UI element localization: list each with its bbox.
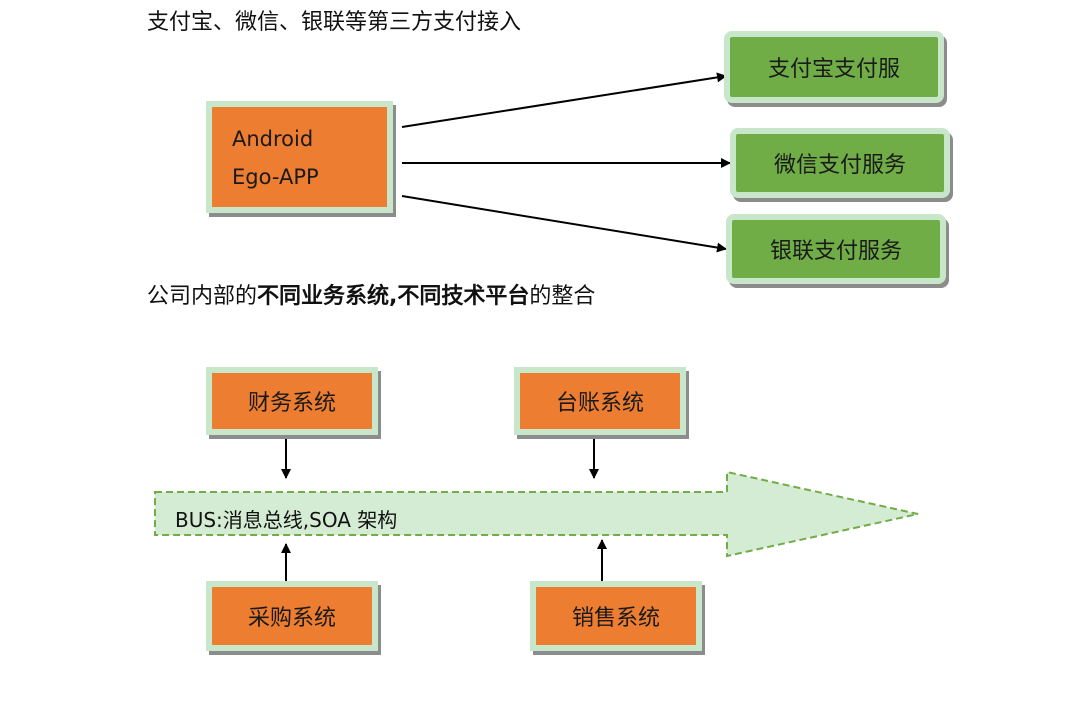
section-title-integration: 公司内部的不同业务系统,不同技术平台的整合 <box>147 286 595 308</box>
ledger-system-box: 台账系统 <box>514 367 686 435</box>
sales-system-box: 销售系统 <box>530 581 702 651</box>
sales-system-label: 销售系统 <box>571 606 660 631</box>
integration-title-bold: 不同业务系统,不同技术平台 <box>257 284 530 309</box>
alipay-service-box: 支付宝支付服 <box>724 31 944 103</box>
android-app-box: Android Ego-APP <box>206 101 393 213</box>
arrow-to-alipay <box>401 72 727 128</box>
wechat-pay-service-box: 微信支付服务 <box>730 128 950 198</box>
finance-system-box: 财务系统 <box>206 367 378 435</box>
ledger-system-label: 台账系统 <box>555 391 644 416</box>
purchase-system-box: 采购系统 <box>206 581 378 651</box>
integration-title-suffix: 的整合 <box>529 284 596 309</box>
bus-arrow-shape <box>154 470 919 558</box>
app-name-line1: Android <box>232 127 314 151</box>
finance-system-label: 财务系统 <box>247 391 336 416</box>
unionpay-service-box: 银联支付服务 <box>726 214 946 284</box>
section-title-payment: 支付宝、微信、银联等第三方支付接入 <box>147 10 522 35</box>
purchase-system-label: 采购系统 <box>247 606 336 631</box>
bus-label: BUS:消息总线,SOA 架构 <box>175 508 398 532</box>
arrow-to-unionpay <box>401 195 727 253</box>
integration-title-prefix: 公司内部的 <box>147 284 258 309</box>
app-name-line2: Ego-APP <box>232 165 319 189</box>
